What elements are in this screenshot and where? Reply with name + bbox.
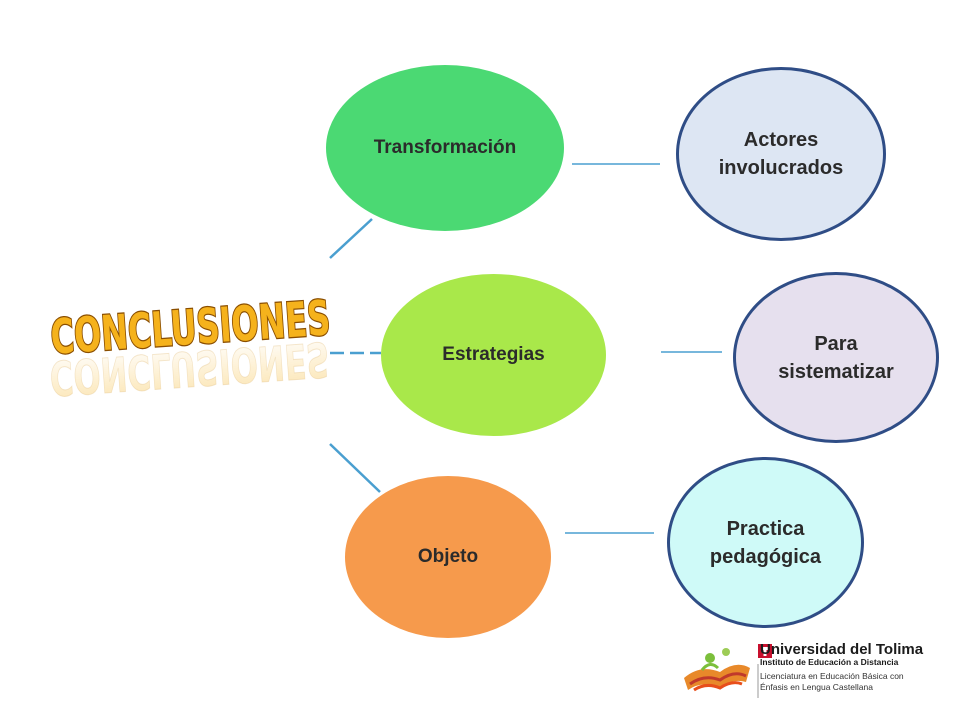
book-emblem-icon: [684, 648, 750, 692]
node-estrategias: Estrategias: [381, 274, 606, 436]
node-para-sistematizar: Para sistematizar: [733, 272, 939, 443]
logo-program-line1: Licenciatura en Educación Básica con: [760, 671, 904, 681]
university-logo: [684, 644, 772, 698]
node-practica-pedagogica: Practica pedagógica: [667, 457, 864, 628]
conclusiones-wordart: CONCLUSIONES CONCLUSIONES: [47, 289, 333, 406]
logo-program-line2: Énfasis en Lengua Castellana: [760, 682, 873, 692]
connector-title-objeto: [329, 443, 381, 493]
node-estrategias-label: Estrategias: [442, 343, 545, 365]
node-transformacion: Transformación: [326, 65, 564, 231]
logo-institute: Instituto de Educación a Distancia: [760, 657, 899, 667]
logo-university-name: Universidad del Tolima: [760, 641, 924, 658]
university-shield-icon: [758, 644, 772, 658]
connector-title-transformacion: [329, 218, 373, 259]
node-actores-involucrados: Actores involucrados: [676, 67, 886, 241]
logo-text-block: Universidad del Tolima Instituto de Educ…: [760, 642, 940, 693]
node-sistematizar-label: Para sistematizar: [778, 332, 894, 383]
conclusiones-title: CONCLUSIONES CONCLUSIONES: [40, 262, 340, 422]
node-actores-label: Actores involucrados: [718, 129, 844, 179]
node-objeto: Objeto: [345, 476, 551, 638]
node-practica-label: Practica pedagógica: [709, 517, 822, 568]
node-transformacion-label: Transformación: [373, 136, 517, 158]
node-objeto-label: Objeto: [417, 545, 479, 567]
